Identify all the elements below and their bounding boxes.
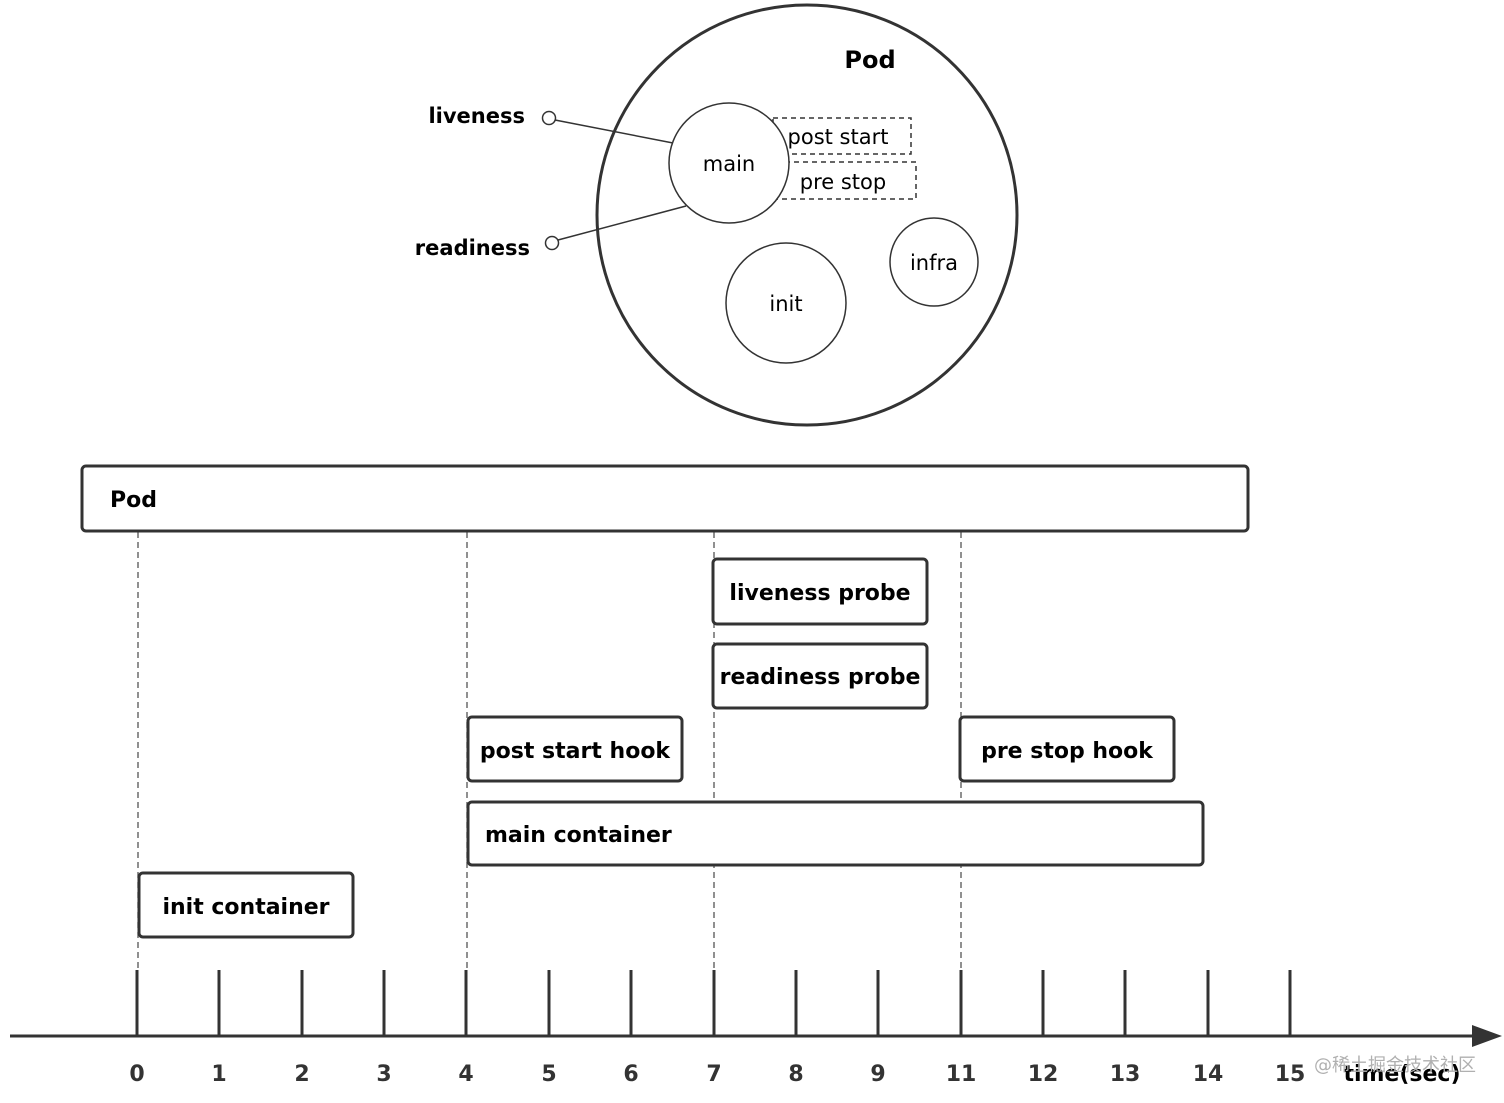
init-container-label: init <box>769 292 802 316</box>
axis-tick-label: 0 <box>129 1062 144 1087</box>
axis-tick-label: 3 <box>376 1062 391 1087</box>
pod-circle <box>595 3 1019 427</box>
axis-tick-label: 11 <box>946 1062 977 1087</box>
axis-tick-label: 5 <box>541 1062 556 1087</box>
init-container-bar <box>137 871 355 939</box>
liveness-probe-bar <box>711 557 929 626</box>
liveness-label: liveness <box>428 104 525 128</box>
init-container-circle <box>725 242 847 364</box>
main-container-label: main <box>703 152 755 176</box>
post-start-label: post start <box>788 125 889 149</box>
pod-bar <box>80 464 1250 533</box>
readiness-probe-label: readiness probe <box>720 665 921 690</box>
axis-tick-label: 1 <box>211 1062 226 1087</box>
readiness-port-icon <box>544 235 560 251</box>
pod-title: Pod <box>844 46 895 74</box>
readiness-connector <box>557 205 687 241</box>
pre-stop-hook-bar <box>958 715 1176 783</box>
axis-arrow-icon <box>1472 1025 1502 1047</box>
axis-tick-label: 4 <box>458 1062 473 1087</box>
liveness-connector <box>554 119 674 144</box>
axis-tick-label: 7 <box>706 1062 721 1087</box>
post-start-hook-bar <box>466 715 684 783</box>
liveness-probe-label: liveness probe <box>729 581 910 606</box>
axis-tick-label: 9 <box>870 1062 885 1087</box>
readiness-probe-bar <box>711 642 929 710</box>
pre-stop-hook-label: pre stop hook <box>981 739 1154 764</box>
watermark: @稀土掘金技术社区 <box>1314 1055 1476 1076</box>
infra-container-circle <box>889 217 979 307</box>
main-container-circle <box>668 102 790 224</box>
main-container-bar <box>466 800 1205 867</box>
axis-tick-label: 15 <box>1275 1062 1306 1087</box>
liveness-port-icon <box>541 110 557 126</box>
pod-structure-diagram: Pod liveness readiness post start pre st… <box>415 3 1019 427</box>
axis-label: time(sec) <box>1343 1062 1460 1087</box>
axis-tick-label: 2 <box>294 1062 309 1087</box>
pod-bar-label: Pod <box>110 488 157 513</box>
timeline: Pod liveness probe readiness probe post … <box>10 464 1502 1087</box>
infra-container-label: infra <box>910 251 958 275</box>
axis-tick-label: 14 <box>1193 1062 1224 1087</box>
axis-tick-label: 13 <box>1110 1062 1141 1087</box>
axis-tick-label: 6 <box>623 1062 638 1087</box>
pre-stop-label: pre stop <box>800 170 886 194</box>
readiness-label: readiness <box>415 236 530 260</box>
axis-tick-label: 8 <box>788 1062 803 1087</box>
init-container-bar-label: init container <box>162 895 329 920</box>
post-start-box <box>772 117 912 155</box>
main-container-bar-label: main container <box>485 823 672 848</box>
post-start-hook-label: post start hook <box>480 739 672 764</box>
axis-tick-label: 12 <box>1028 1062 1059 1087</box>
